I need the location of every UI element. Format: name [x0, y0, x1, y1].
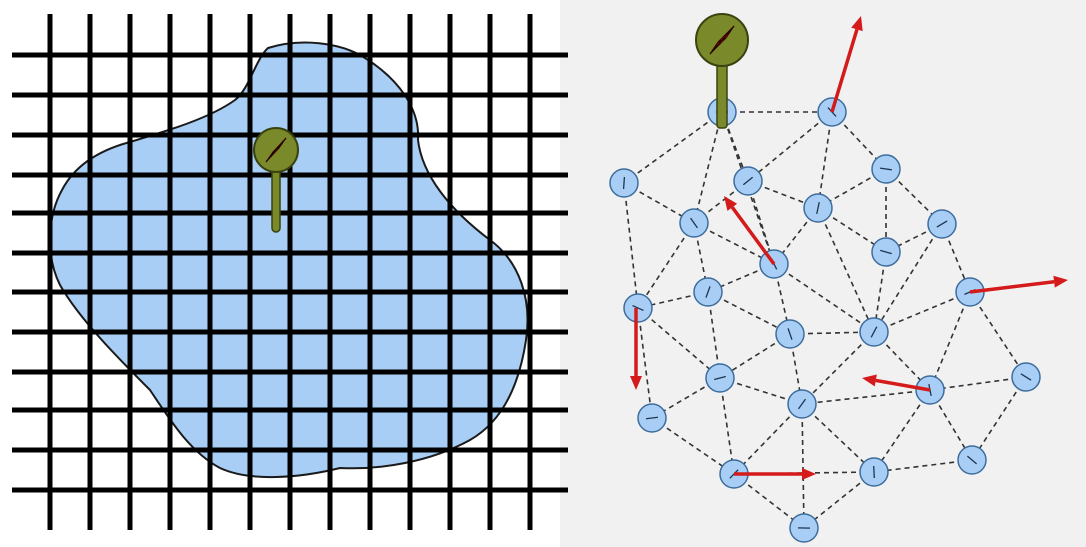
flow-arrow — [630, 308, 642, 390]
graph-edge — [801, 403, 805, 529]
graph-node-needle — [936, 220, 948, 228]
graph-edge — [873, 459, 973, 473]
graph-node-needle — [873, 465, 875, 479]
graph-edge — [801, 389, 931, 405]
graph-node — [775, 319, 805, 349]
graph-node — [637, 403, 667, 433]
flow-arrows — [630, 16, 1068, 480]
graph-edge — [637, 307, 653, 419]
graph-edge — [719, 377, 735, 475]
graph-node-needle — [870, 326, 878, 338]
graph-node — [679, 208, 709, 238]
flow-arrow — [830, 16, 863, 113]
flow-arrow — [734, 468, 816, 480]
graph-edge — [801, 403, 875, 473]
graph-node — [803, 193, 833, 223]
graph-edge — [693, 111, 723, 224]
flow-arrow-head — [1053, 275, 1068, 288]
graph-node-needle — [632, 304, 644, 312]
graph-node — [859, 317, 889, 347]
compass-needle-tail — [709, 25, 735, 55]
graph-node-needle — [714, 375, 726, 381]
probe-stem — [716, 61, 728, 129]
graph-node — [623, 293, 653, 323]
flow-arrow-shaft — [830, 28, 859, 113]
graph-edge — [817, 207, 875, 333]
graph-node — [789, 513, 819, 543]
regular-grid — [12, 14, 568, 530]
graph-node-needle — [797, 398, 807, 410]
graph-node — [871, 154, 901, 184]
graph-node — [705, 363, 735, 393]
graph-edge — [969, 291, 1027, 378]
compass-probe-icon — [695, 13, 749, 129]
graph-edge — [873, 389, 931, 473]
flow-arrow-head — [851, 16, 863, 32]
graph-node — [787, 389, 817, 419]
right-panel — [609, 13, 1068, 543]
graph-node-needle — [787, 328, 793, 340]
graph-edge — [693, 222, 775, 265]
graph-node-needle — [622, 176, 626, 190]
graph-node-needle — [690, 217, 698, 229]
graph-edge — [817, 111, 833, 209]
graph-node — [859, 457, 889, 487]
graph-node — [733, 166, 763, 196]
graph-node — [609, 168, 639, 198]
flow-arrow-shaft — [969, 279, 1055, 294]
graph-edge — [651, 417, 735, 475]
flow-arrow-head — [802, 468, 816, 480]
graph-node — [1011, 362, 1041, 392]
graph-node-needle — [645, 416, 659, 420]
flow-arrow-shaft — [875, 378, 931, 392]
flow-arrow-head — [630, 376, 642, 390]
graph-edge — [873, 223, 943, 333]
graph-node-needle — [816, 201, 820, 215]
graph-node — [693, 277, 723, 307]
graph-edge — [803, 471, 875, 529]
compass-probe-icon — [253, 127, 299, 233]
graph-node — [957, 445, 987, 475]
compass-needle-tail — [265, 137, 287, 163]
flow-arrow — [969, 275, 1068, 294]
left-panel — [12, 14, 568, 530]
graph-nodes — [609, 97, 1041, 543]
flow-arrow — [862, 374, 931, 392]
graph-node-needle — [705, 286, 711, 298]
graph-edge — [637, 222, 695, 309]
graph-node — [927, 209, 957, 239]
graph-edge — [801, 331, 875, 405]
graph-edge — [733, 403, 803, 475]
graph-node-needle — [879, 167, 893, 171]
graph-edge — [623, 182, 639, 309]
graph-node-needle — [880, 249, 892, 255]
probe-stem — [271, 167, 281, 233]
graph-edge — [929, 376, 1027, 391]
graph-node-needle — [966, 455, 978, 465]
graph-edge — [623, 111, 723, 184]
graph-node-needle — [742, 176, 754, 186]
flow-arrow-head — [862, 374, 877, 387]
flow-arrow-shaft — [730, 206, 776, 266]
flow-arrow-head — [724, 196, 738, 211]
graph-node-needle — [1020, 373, 1032, 381]
graph-node — [871, 237, 901, 267]
graph-edge — [747, 111, 833, 182]
graph-edge — [971, 376, 1027, 461]
flow-arrow — [724, 196, 776, 266]
right-panel-background — [560, 0, 1086, 547]
graph-edge — [707, 291, 791, 335]
graph-edge — [773, 263, 875, 333]
